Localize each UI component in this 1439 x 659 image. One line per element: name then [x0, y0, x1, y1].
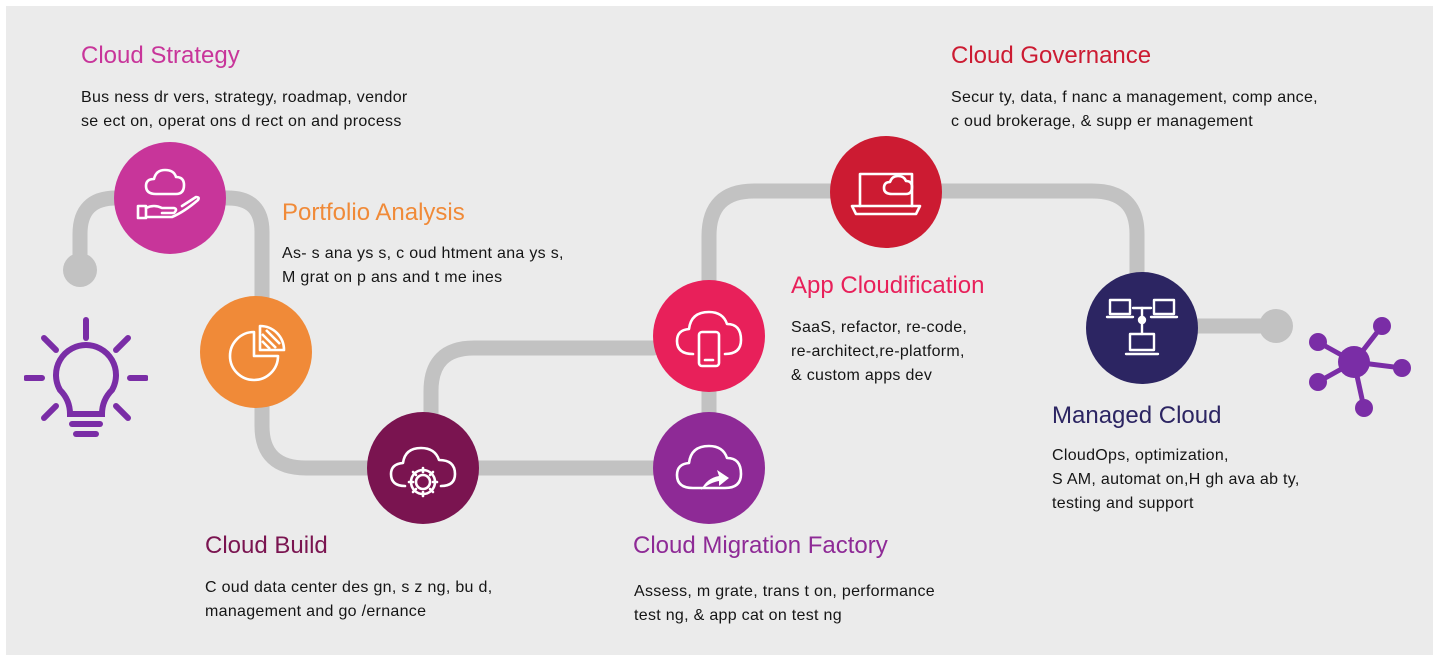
hub-network-icon	[1309, 317, 1411, 417]
migration-title: Cloud Migration Factory	[633, 532, 888, 559]
pie-chart-icon	[228, 324, 286, 382]
managed-desc-line1: CloudOps, optimization,	[1052, 447, 1229, 464]
portfolio-desc-line2: M grat on p ans and t me ines	[282, 269, 503, 286]
build-circle[interactable]	[367, 412, 479, 524]
laptop-cloud-icon	[850, 172, 922, 216]
managed-desc-line3: testing and support	[1052, 495, 1194, 512]
migration-circle[interactable]	[653, 412, 765, 524]
build-desc-line2: management and go /ernance	[205, 603, 427, 620]
strategy-circle[interactable]	[114, 142, 226, 254]
migration-desc-line2: test ng, & app cat on test ng	[634, 607, 842, 624]
lightbulb-icon	[24, 317, 148, 437]
app-circle[interactable]	[653, 280, 765, 392]
cloud-gear-icon	[389, 446, 457, 498]
managed-circle[interactable]	[1086, 272, 1198, 384]
app-title: App Cloudification	[791, 272, 985, 299]
strategy-desc-line2: se ect on, operat ons d rect on and proc…	[81, 113, 402, 130]
cloud-arrow-icon	[675, 444, 743, 490]
cloud-hand-icon	[136, 168, 200, 220]
build-desc-line1: C oud data center des gn, s z ng, bu d,	[205, 579, 493, 596]
app-desc-line1: SaaS, refactor, re-code,	[791, 319, 968, 336]
governance-desc-line1: Secur ty, data, f nanc a management, com…	[951, 89, 1318, 106]
cloud-mobile-icon	[675, 310, 743, 368]
strategy-desc-line1: Bus ness dr vers, strategy, roadmap, ven…	[81, 89, 408, 106]
app-desc-line3: & custom apps dev	[791, 367, 933, 384]
governance-circle[interactable]	[830, 136, 942, 248]
managed-desc-line2: S AM, automat on,H gh ava ab ty,	[1052, 471, 1300, 488]
app-desc-line2: re-architect,re-platform,	[791, 343, 965, 360]
governance-desc-line2: c oud brokerage, & supp er management	[951, 113, 1253, 130]
migration-desc-line1: Assess, m grate, trans t on, performance	[634, 583, 936, 600]
strategy-title: Cloud Strategy	[81, 42, 240, 69]
governance-title: Cloud Governance	[951, 42, 1152, 69]
portfolio-circle[interactable]	[200, 296, 312, 408]
network-laptops-icon	[1105, 298, 1179, 356]
cloud-journey-diagram: Cloud Strategy Bus ness dr vers, strateg…	[6, 6, 1433, 655]
portfolio-title: Portfolio Analysis	[282, 199, 465, 226]
managed-title: Managed Cloud	[1052, 402, 1222, 429]
journey-path	[63, 183, 1293, 476]
portfolio-desc-line1: As- s ana ys s, c oud htment ana ys s,	[282, 245, 564, 262]
build-title: Cloud Build	[205, 532, 328, 559]
